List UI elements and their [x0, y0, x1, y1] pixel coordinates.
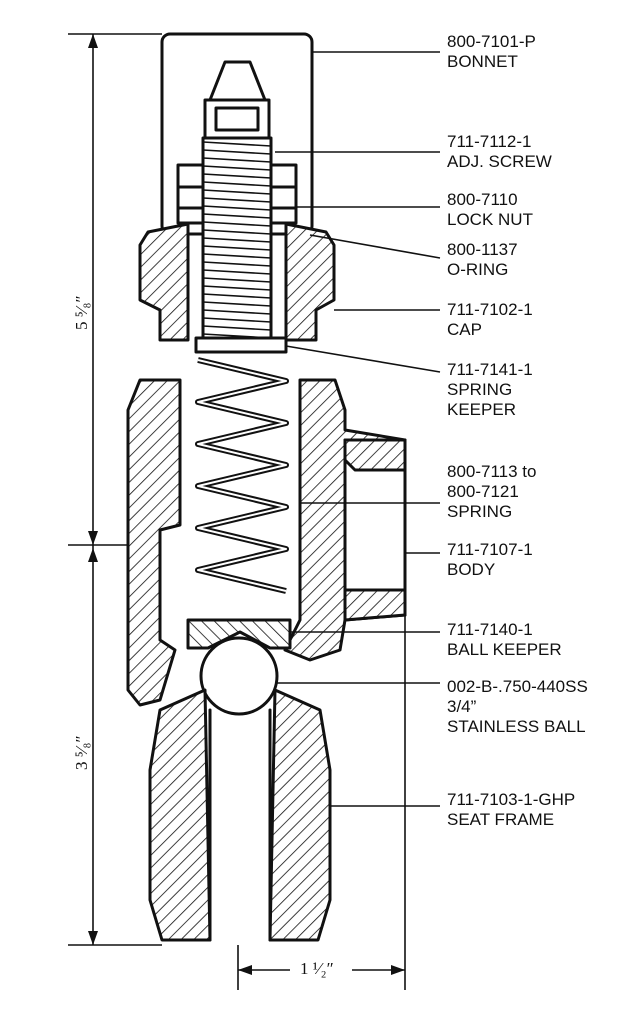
callout-line: 711-7103-1-GHP: [447, 790, 576, 809]
spring: [195, 357, 289, 594]
dimension-label-lower: 3 ⁵⁄₈″: [72, 735, 91, 770]
callout-line: CAP: [447, 320, 482, 339]
callout-line: 711-7107-1: [447, 540, 533, 559]
seat-frame: [148, 688, 332, 942]
dimension-height-lower: [68, 545, 162, 946]
callout-line: STAINLESS BALL: [447, 717, 586, 736]
leader-lines: [275, 51, 441, 807]
spring-keeper: [194, 336, 288, 354]
callout-line: O-RING: [447, 260, 509, 279]
callout-line: ADJ. SCREW: [447, 152, 552, 171]
callout-line: KEEPER: [447, 400, 516, 419]
callout-line: 711-7112-1: [447, 132, 532, 151]
callout-line: 800-1137: [447, 240, 518, 259]
callout-line: 711-7102-1: [447, 300, 533, 319]
stainless-ball: [199, 636, 279, 716]
callout-line: 800-7101-P: [447, 32, 536, 51]
callout-line: SPRING: [447, 380, 513, 399]
callout-line: BALL KEEPER: [447, 640, 562, 659]
callout-line: 3/4”: [447, 697, 477, 716]
callout-line: SEAT FRAME: [447, 810, 555, 829]
dimension-label-upper: 5 ⁵⁄₈″: [72, 295, 91, 330]
callout-line: 800-7113 to: [447, 462, 537, 481]
body: [126, 378, 407, 707]
dimension-height-upper: [68, 33, 162, 546]
callout-line: 711-7140-1: [447, 620, 533, 639]
callout-line: 002-B-.750-440SS: [447, 677, 588, 696]
dimension-width: [237, 615, 406, 990]
callout-line: LOCK NUT: [447, 210, 533, 229]
callout-line: 800-7121: [447, 482, 519, 501]
cap: [138, 222, 336, 342]
callout-line: 800-7110: [447, 190, 518, 209]
adjusting-screw: [201, 60, 273, 340]
callout-line: BONNET: [447, 52, 518, 71]
callout-line: 711-7141-1: [447, 360, 533, 379]
dimension-label-width: 1 ¹⁄₂″: [300, 959, 334, 978]
callout-line: BODY: [447, 560, 496, 579]
callout-line: SPRING: [447, 502, 513, 521]
